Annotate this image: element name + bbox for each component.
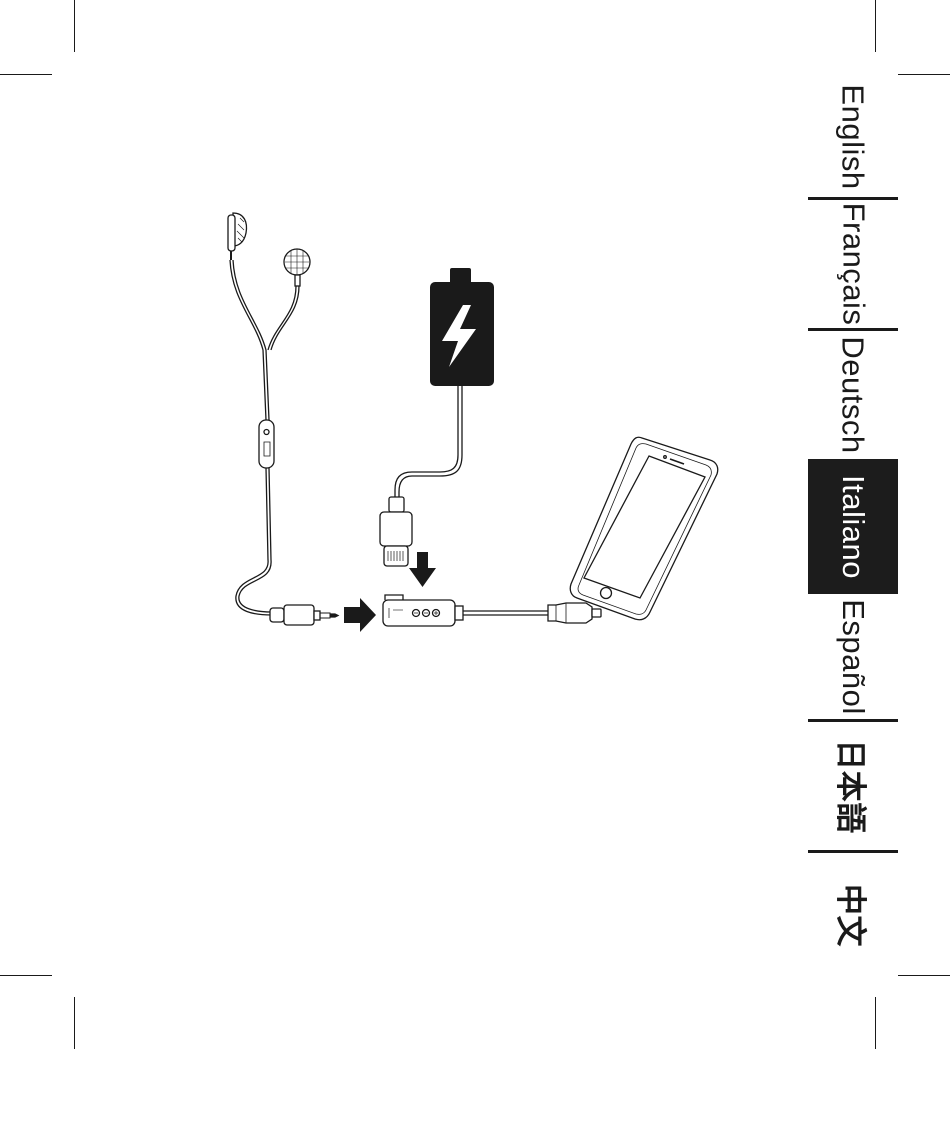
tab-francais[interactable]: Français <box>808 200 898 328</box>
tab-label: Français <box>835 203 871 326</box>
connection-illustration <box>0 0 800 700</box>
tab-italiano[interactable]: Italiano <box>808 459 898 594</box>
tab-label: Italiano <box>835 475 871 579</box>
arrow-right-icon <box>344 598 376 632</box>
battery-charging-icon <box>395 268 494 498</box>
tab-label: 日本語 <box>831 739 876 834</box>
adapter-icon <box>383 595 601 626</box>
smartphone-icon <box>570 437 717 619</box>
earphones-icon <box>228 213 338 625</box>
tab-label: English <box>835 84 871 189</box>
tab-japanese[interactable]: 日本語 <box>808 722 898 850</box>
crop-mark <box>875 0 876 52</box>
lightning-cable-icon <box>380 497 412 566</box>
tab-deutsch[interactable]: Deutsch <box>808 331 898 459</box>
crop-mark <box>875 997 876 1049</box>
crop-mark <box>0 975 52 976</box>
tab-espanol[interactable]: Español <box>808 594 898 720</box>
arrow-down-icon <box>409 552 436 587</box>
tab-label: Español <box>835 599 871 715</box>
crop-mark <box>898 975 950 976</box>
crop-mark <box>898 74 950 75</box>
tab-label: Deutsch <box>835 336 871 453</box>
tab-english[interactable]: English <box>808 75 898 198</box>
tab-label: 中文 <box>831 884 876 947</box>
crop-mark <box>74 997 75 1049</box>
tab-chinese[interactable]: 中文 <box>808 853 898 978</box>
